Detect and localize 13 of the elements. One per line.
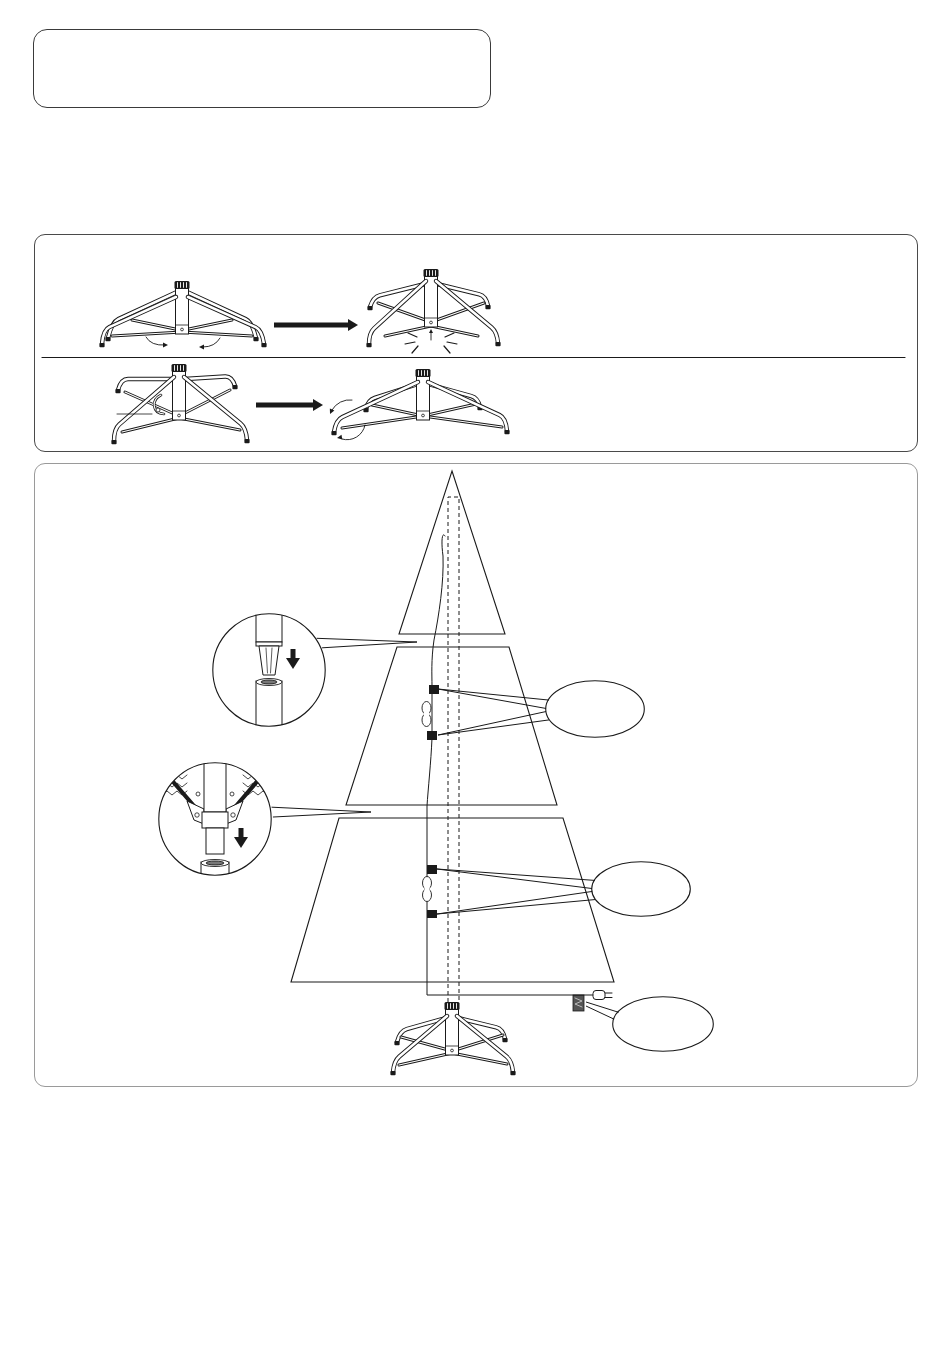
step-panel xyxy=(34,463,918,1087)
arrow xyxy=(274,319,358,331)
callout-ellipse xyxy=(612,996,715,1053)
step-panel xyxy=(34,234,918,452)
leader-line xyxy=(271,806,372,818)
leader-line xyxy=(585,1001,620,1020)
leader-line xyxy=(316,637,418,649)
tree-stand-drawing xyxy=(387,999,519,1078)
detail-view xyxy=(158,762,273,877)
header-frame xyxy=(33,29,491,108)
callout-ellipse xyxy=(591,861,692,918)
detail-view xyxy=(212,613,327,728)
arrow xyxy=(256,399,323,411)
